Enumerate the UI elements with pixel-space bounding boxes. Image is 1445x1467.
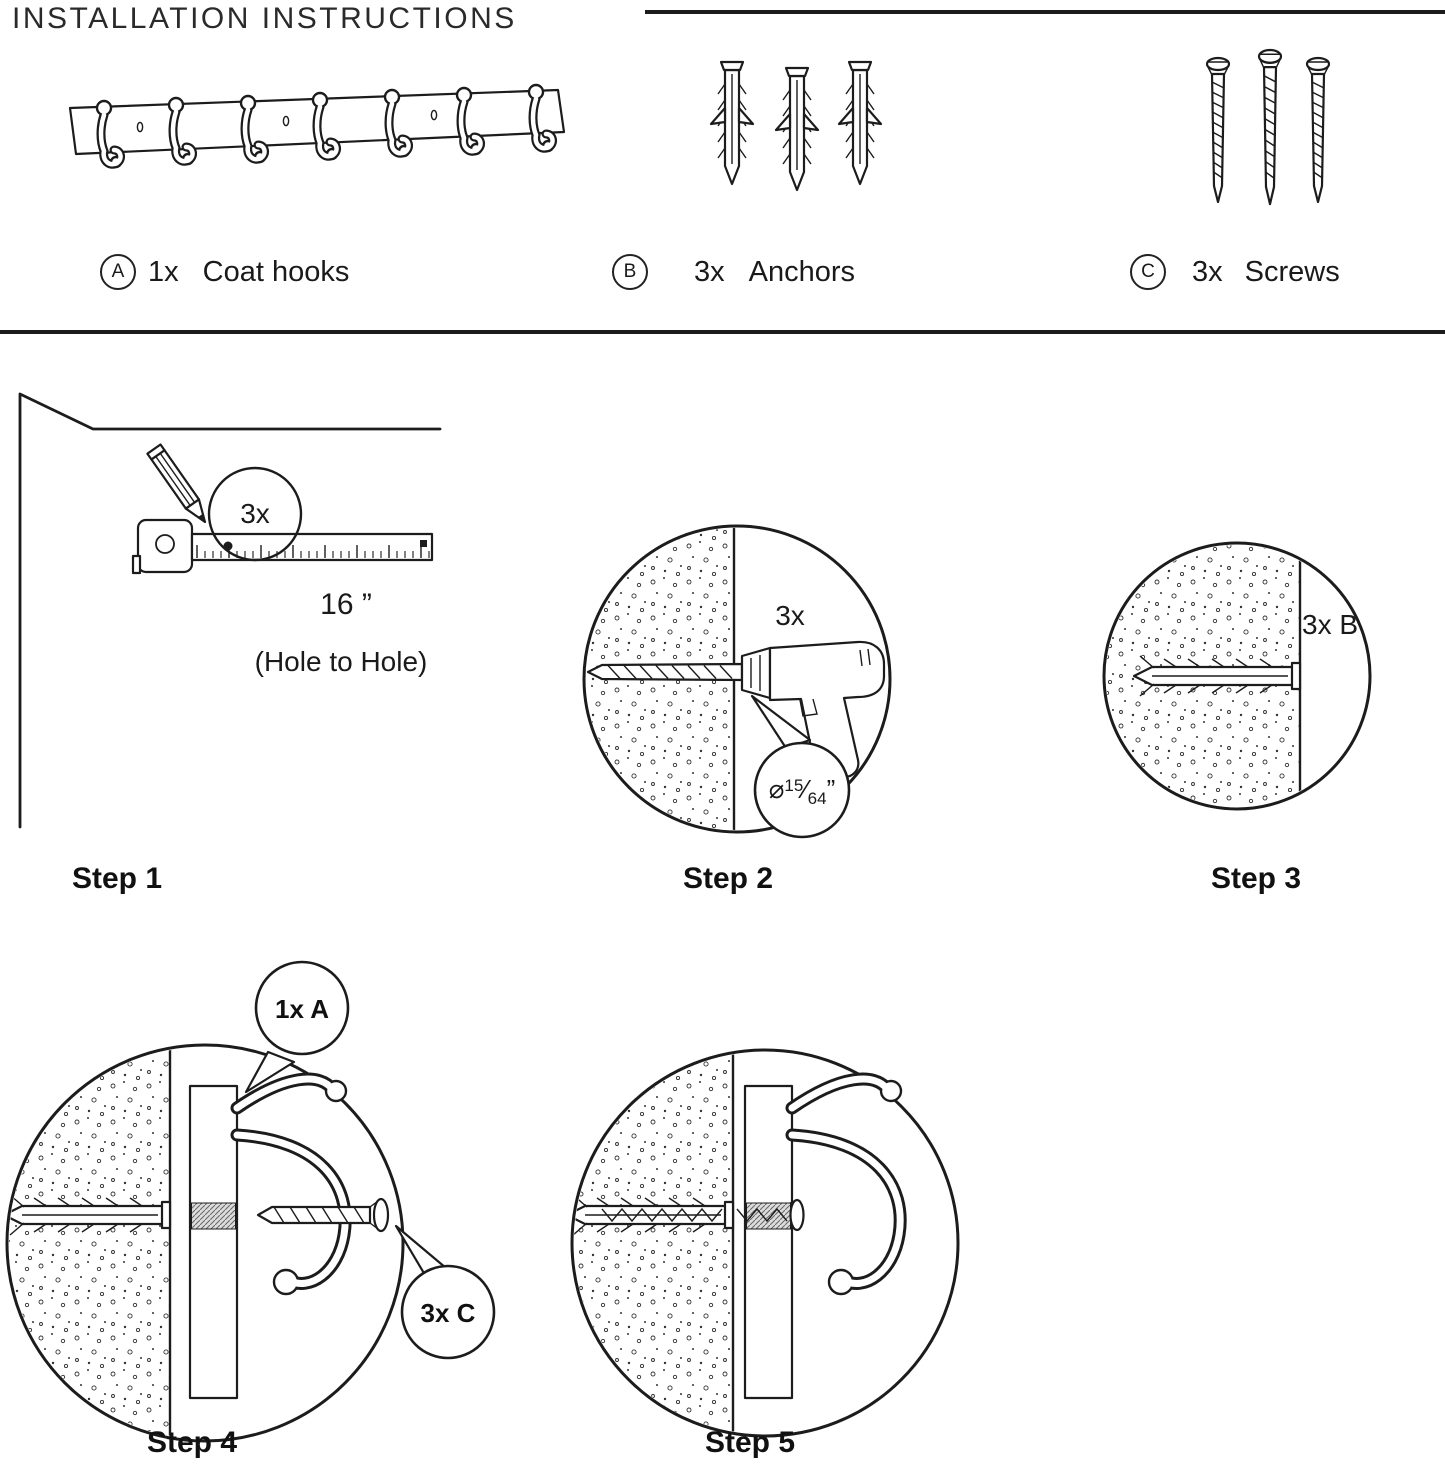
wall-cross-section	[574, 1052, 735, 1434]
step3-label: Step 3	[1211, 862, 1302, 895]
screw-head	[789, 1198, 805, 1232]
qty-circle	[207, 466, 303, 562]
anchor-icon	[709, 60, 755, 186]
screw-icon	[1257, 48, 1283, 206]
rail-cross-section	[743, 1084, 794, 1400]
part-b-qty: 3x	[694, 255, 725, 288]
step2-drawing	[582, 524, 892, 839]
step2-drill-size: ⌀15⁄64”	[748, 774, 856, 809]
diameter-symbol: ⌀	[768, 774, 785, 804]
section-divider	[0, 330, 1445, 334]
title-rule	[645, 10, 1445, 14]
part-a-name: Coat hooks	[202, 255, 350, 288]
fraction-slash: ⁄	[803, 774, 808, 804]
pencil-icon	[146, 443, 207, 524]
fraction-denominator: 64	[807, 789, 827, 808]
step1-qty: 3x	[240, 498, 270, 529]
anchors-drawing	[709, 60, 883, 192]
part-item-a: A 1x Coat hooks	[100, 254, 349, 290]
step1-note: (Hole to Hole)	[254, 646, 428, 677]
step4-callout-a: 1x A	[275, 994, 329, 1024]
fraction-numerator: 15	[784, 776, 804, 795]
inch-mark: ”	[826, 774, 836, 804]
step4-label: Step 4	[147, 1426, 238, 1459]
part-a-balloon	[254, 960, 350, 1056]
callout-tail	[244, 1050, 296, 1094]
part-item-c: C 3x Screws	[1130, 254, 1340, 290]
part-item-b: B 3x Anchors	[612, 254, 855, 290]
step5-drawing	[570, 1048, 960, 1438]
step2-qty: 3x	[775, 600, 805, 631]
part-b-name: Anchors	[748, 255, 856, 288]
drill-size-balloon	[753, 741, 851, 839]
step5-label: Step 5	[705, 1426, 796, 1459]
anchor-icon	[837, 60, 883, 186]
part-b-badge: B	[612, 254, 648, 290]
part-c-name: Screws	[1244, 255, 1340, 288]
step2-label: Step 2	[683, 862, 774, 895]
part-a-badge: A	[100, 254, 136, 290]
wall-cross-section	[1106, 545, 1302, 807]
step4-drawing	[5, 960, 496, 1443]
part-c-qty: 3x	[1192, 255, 1223, 288]
part-a-qty: 1x	[148, 255, 179, 288]
rail-hole	[746, 1202, 791, 1230]
coat-hooks-drawing	[68, 85, 566, 167]
step1-distance: 16 ”	[320, 588, 372, 621]
step4-callout-c: 3x C	[420, 1298, 476, 1328]
screw-thread-lines	[736, 1207, 788, 1223]
rail-cross-section	[188, 1084, 239, 1400]
screw-thread-lines	[601, 1207, 723, 1223]
rail-hole	[191, 1202, 236, 1230]
screw-icon	[1205, 56, 1231, 204]
wall-corner-lines	[18, 392, 442, 829]
page-title: INSTALLATION INSTRUCTIONS	[12, 2, 517, 35]
step1-label: Step 1	[72, 862, 163, 895]
drill-icon	[586, 640, 886, 779]
step1-drawing	[18, 392, 442, 829]
screw-icon	[1305, 56, 1331, 204]
wall-cross-section	[9, 1047, 172, 1439]
part-c-badge: C	[1130, 254, 1166, 290]
pencil-mark-dot	[223, 541, 233, 551]
part-c-balloon	[400, 1264, 496, 1360]
step3-qty: 3x B	[1302, 609, 1359, 640]
step3-drawing	[1102, 541, 1372, 811]
anchor-icon	[774, 66, 820, 192]
screws-drawing	[1205, 48, 1331, 206]
